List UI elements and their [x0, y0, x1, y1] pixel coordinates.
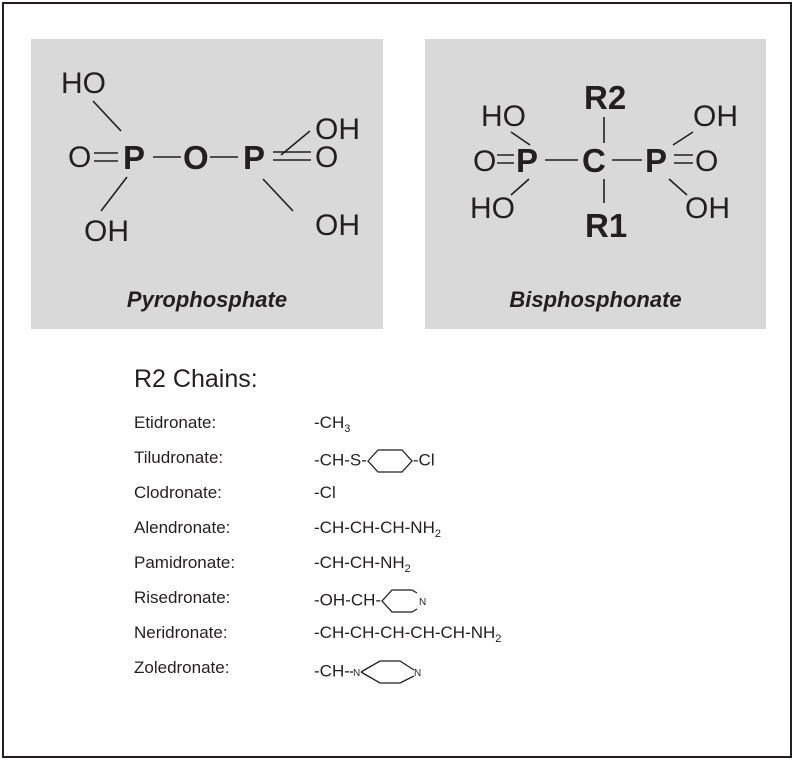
atom-p-left: P: [123, 139, 145, 176]
ring-nitrogen-right-label: N: [414, 668, 421, 679]
chain-drug-name: Etidronate:: [134, 413, 217, 432]
atom-ho-top: HO: [481, 100, 526, 133]
chain-formula: -Cl: [314, 483, 336, 503]
formula-prefix: -CH-CH-CH-CH-CH-NH: [314, 623, 496, 642]
atom-oh-top: OH: [693, 100, 738, 133]
bond-p-oh-bottom-right: [262, 178, 294, 212]
atom-r2: R2: [584, 79, 626, 116]
atom-r1: R1: [585, 207, 627, 244]
pyrophosphate-panel: HO OH O P O P O OH OH Pyrophosphate: [31, 39, 383, 329]
formula-prefix: -Cl: [314, 483, 336, 502]
atom-oh-bottom-left: OH: [84, 215, 129, 248]
bisphosphonate-panel: R2 HO OH O P C P O HO R1 OH Bisphosphona…: [425, 39, 766, 329]
chain-drug-name: Pamidronate:: [134, 553, 236, 572]
atom-ho-top: HO: [61, 67, 106, 100]
formula-subscript: 2: [404, 563, 411, 575]
bond-oh-p-right: [672, 131, 694, 146]
benzene-ring-icon: [367, 449, 413, 473]
pyrophosphate-structure: HO OH O P O P O OH OH: [61, 67, 360, 248]
chain-formula: -OH-CH- N: [314, 588, 431, 614]
formula-prefix: -OH-CH-: [314, 590, 382, 610]
chain-formula: -CH3: [314, 413, 350, 435]
atom-o-left: O: [68, 141, 91, 174]
chain-formula: -CH-CH-NH2: [314, 553, 411, 575]
atom-c-center: C: [582, 142, 606, 179]
ring-nitrogen-label: N: [419, 597, 426, 608]
chain-drug-name: Clodronate:: [134, 483, 222, 502]
chain-drug-name: Tiludronate:: [134, 448, 224, 467]
bond-ho-p: [92, 100, 122, 132]
formula-suffix: -Cl: [412, 450, 435, 470]
formula-subscript: 3: [344, 423, 351, 435]
formula-prefix: -CH-S-: [314, 450, 367, 470]
bisphosphonate-caption: Bisphosphonate: [509, 287, 682, 312]
atom-oh-top-right: OH: [315, 113, 360, 146]
pyridine-ring-icon: N: [381, 589, 426, 613]
chain-formula: -CH-CH-CH-NH2: [314, 518, 441, 540]
chain-formula: -CH-S- -Cl: [314, 448, 435, 474]
bond-p-oh-bottom: [668, 178, 688, 196]
chain-drug-name: Alendronate:: [134, 518, 231, 537]
formula-prefix: -CH-CH-CH-NH: [314, 518, 435, 537]
atom-ho-bottom: HO: [470, 192, 515, 225]
chain-drug-name: Risedronate:: [134, 588, 231, 607]
bond-p-ho-bottom: [510, 178, 530, 196]
bond-oh-p-right: [280, 130, 311, 156]
chain-drug-name: Zoledronate:: [134, 658, 230, 677]
bond-p-oh-bottom-left: [100, 176, 128, 212]
bond-ho-p-left: [510, 131, 531, 146]
atom-oh-bottom-right: OH: [315, 209, 360, 242]
r2-chains-title: R2 Chains:: [134, 365, 258, 393]
ring-nitrogen-left-label: N: [353, 668, 360, 679]
formula-prefix: -CH: [314, 413, 345, 432]
atom-p-left: P: [516, 142, 538, 179]
formula-subscript: 2: [495, 633, 502, 645]
formula-subscript: 2: [434, 528, 441, 540]
chain-drug-name: Neridronate:: [134, 623, 228, 642]
formula-prefix: -CH-CH-NH: [314, 553, 405, 572]
formula-prefix: -CH-: [314, 661, 350, 681]
atom-o-left: O: [473, 145, 496, 178]
chain-formula: -CH-CH-CH-CH-CH-NH2: [314, 623, 501, 645]
atom-o-right: O: [695, 145, 718, 178]
bisphosphonate-structure: R2 HO OH O P C P O HO R1 OH: [470, 79, 738, 244]
atom-p-right: P: [645, 142, 667, 179]
atom-oh-bottom: OH: [685, 192, 730, 225]
atom-o-bridge: O: [183, 139, 209, 176]
atom-o-right: O: [315, 141, 338, 174]
atom-p-right: P: [243, 139, 265, 176]
pyrophosphate-caption: Pyrophosphate: [126, 287, 288, 312]
